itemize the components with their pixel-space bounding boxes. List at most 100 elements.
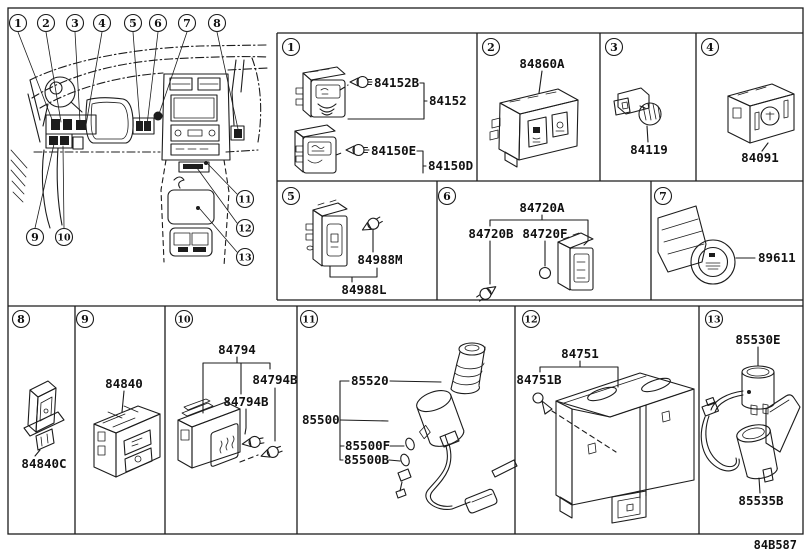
panel-9-number: 9 xyxy=(81,313,89,326)
part-label-84150D: 84150D xyxy=(428,158,473,173)
callout-3: 3 xyxy=(71,17,79,30)
power-outlet-illustration xyxy=(700,365,801,483)
panel-5-number: 5 xyxy=(287,190,295,203)
callout-12: 12 xyxy=(238,224,251,235)
multi-switch-assembly-illustration xyxy=(489,88,579,168)
callout-4: 4 xyxy=(98,17,106,30)
dashboard-callouts: 1 2 3 4 5 6 7 8 9 10 11 12 13 xyxy=(8,13,255,267)
rheostat-illustration xyxy=(613,87,662,126)
switch-location-13 xyxy=(196,206,200,210)
callout-5: 5 xyxy=(129,17,137,30)
panel-1: 1 84152B 84152 xyxy=(281,37,473,174)
panel-5: 5 84988M 84988L xyxy=(281,186,403,297)
panel-10-number: 10 xyxy=(177,315,191,326)
callout-2: 2 xyxy=(42,17,50,30)
bulb-icon xyxy=(345,143,369,157)
panel-13-number: 13 xyxy=(707,315,720,326)
drive-mode-switch-illustration xyxy=(557,232,594,291)
panel-12: 12 84751 84751B xyxy=(516,309,695,524)
part-label-84794B-mid: 84794B xyxy=(223,394,269,409)
panel-11-number: 11 xyxy=(302,315,315,326)
callout-1: 1 xyxy=(14,17,22,30)
panel-11: 11 85520 85500 85500F 85500B xyxy=(299,309,518,514)
panel-9: 9 84840 xyxy=(75,309,161,478)
figure-code: 84B587 xyxy=(754,538,797,552)
part-label-84794: 84794 xyxy=(218,342,256,357)
part-label-85520: 85520 xyxy=(351,373,389,388)
small-switch-illustration xyxy=(23,380,65,451)
part-label-85500F: 85500F xyxy=(345,438,390,453)
screw-icon xyxy=(532,392,553,415)
defogger-switch-illustration xyxy=(177,398,241,469)
switch-location-6 xyxy=(144,121,151,131)
switch-location-2 xyxy=(63,119,72,130)
switch-location-9 xyxy=(49,136,58,145)
grid-borders xyxy=(7,7,804,535)
multiplex-computer-illustration xyxy=(555,372,695,524)
switch-location-10 xyxy=(60,136,69,145)
mirror-switch-illustration xyxy=(727,83,795,144)
panel-2: 2 84860A xyxy=(481,37,579,168)
part-label-84840: 84840 xyxy=(105,376,143,391)
switch-location-1 xyxy=(51,119,60,130)
part-label-84840C: 84840C xyxy=(21,456,66,471)
switch-location-12 xyxy=(183,164,203,169)
panel-6: 6 84720A 84720B 84720F xyxy=(437,186,594,305)
part-label-85500: 85500 xyxy=(302,412,340,427)
power-button-illustration xyxy=(657,205,736,285)
callout-6: 6 xyxy=(154,17,162,30)
panel-8-number: 8 xyxy=(17,313,25,326)
panel-8: 8 84840C xyxy=(11,309,67,471)
callout-9: 9 xyxy=(31,231,39,244)
part-label-84860A: 84860A xyxy=(519,56,565,71)
part-label-85535B: 85535B xyxy=(738,493,784,508)
panel-2-number: 2 xyxy=(487,41,495,54)
part-label-84794B-right: 84794B xyxy=(252,372,298,387)
callout-7: 7 xyxy=(183,17,191,30)
part-label-84720B: 84720B xyxy=(468,226,514,241)
panel-4-number: 4 xyxy=(706,41,714,54)
part-label-84720F: 84720F xyxy=(522,226,567,241)
part-label-84119: 84119 xyxy=(630,142,668,157)
callout-8: 8 xyxy=(213,17,221,30)
part-label-84988M: 84988M xyxy=(357,252,402,267)
panel-12-number: 12 xyxy=(524,315,537,326)
switch-location-7 xyxy=(153,111,163,121)
vsc-switch-illustration xyxy=(294,124,337,174)
panel-1-number: 1 xyxy=(287,41,295,54)
panel-7: 7 89611 xyxy=(653,186,796,285)
part-label-85530E: 85530E xyxy=(735,332,780,347)
switch-illustration xyxy=(305,199,348,267)
cigarette-lighter-illustration xyxy=(395,342,518,514)
callout-leader-lines xyxy=(17,31,239,253)
part-label-84751: 84751 xyxy=(561,346,599,361)
panel-6-number: 6 xyxy=(443,190,451,203)
bulb-icon xyxy=(240,434,265,451)
part-label-84751B: 84751B xyxy=(516,372,562,387)
panel-4: 4 84091 xyxy=(700,37,795,165)
switch-location-11 xyxy=(204,161,208,165)
panel-13: 13 85530E 85535B xyxy=(700,309,801,508)
opener-switch-illustration xyxy=(93,405,161,478)
panel-3-number: 3 xyxy=(610,41,618,54)
part-label-84720A: 84720A xyxy=(519,200,565,215)
headlamp-leveling-switch-illustration xyxy=(295,66,346,118)
part-label-84091: 84091 xyxy=(741,150,779,165)
part-label-84988L: 84988L xyxy=(341,282,387,297)
panel-10: 10 84794 84794B 84794B xyxy=(174,309,298,469)
part-label-84150E: 84150E xyxy=(371,143,416,158)
switch-location-5 xyxy=(136,121,143,131)
callout-10: 10 xyxy=(57,233,71,244)
callout-11: 11 xyxy=(238,195,251,206)
panel-7-number: 7 xyxy=(659,190,667,203)
bulb-icon xyxy=(258,443,284,462)
bulb-icon xyxy=(359,213,385,236)
callout-13: 13 xyxy=(238,253,251,264)
panel-3: 3 84119 xyxy=(604,37,668,157)
part-label-84152: 84152 xyxy=(429,93,467,108)
part-label-89611: 89611 xyxy=(758,250,796,265)
switch-location-3 xyxy=(76,120,86,130)
switch-location-8 xyxy=(234,129,242,138)
